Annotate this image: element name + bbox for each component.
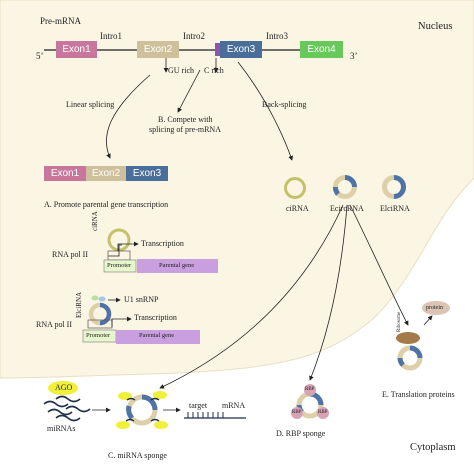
cirna-type-label: ciRNA (286, 204, 309, 213)
ago-protein (48, 381, 78, 395)
protein-label: protein (426, 305, 443, 311)
pre-mrna-strand (44, 41, 343, 73)
nucleus-region (0, 0, 474, 379)
rbp-protein-left (291, 407, 303, 419)
rbp-left-label: RBP (292, 410, 302, 415)
ecircrna-sponge (116, 391, 168, 429)
function-d-title: D. RBP sponge (276, 429, 326, 438)
c-rich-label: C rich (204, 66, 224, 75)
exon4-label: Exon4 (307, 44, 336, 55)
linear-exon2-label: Exon2 (91, 168, 121, 179)
function-a-title: A. Promote parental gene transcription (44, 200, 169, 209)
exon3-block (220, 41, 262, 58)
intro3-label: Intro3 (266, 31, 288, 41)
parental-gene-box-a2 (116, 330, 200, 344)
rna-pol-label-a: RNA pol II (52, 250, 88, 259)
promoter-label-a2: Promoter (86, 332, 111, 339)
back-splicing-label: Back-splicing (262, 100, 307, 109)
linear-exon2 (86, 166, 126, 181)
u1-snrnp-label: U1 snRNP (124, 295, 159, 304)
splice-site-marker (215, 43, 220, 56)
compete-arrow (177, 69, 201, 113)
end3-label: 3’ (350, 51, 358, 61)
function-e-title: E. Translation proteins (382, 390, 455, 399)
back-splicing-arrow (237, 61, 293, 161)
protein-blob (422, 301, 450, 315)
arrow-to-mirna-sponge (159, 204, 344, 389)
mirna-sponge-diagram (43, 381, 246, 429)
rbp-protein-right (317, 407, 329, 419)
rbp-right-label: RBP (318, 410, 328, 415)
arrow-to-rbp-sponge (309, 204, 348, 381)
target-mrna (184, 412, 246, 419)
linear-exon1-label: Exon1 (50, 168, 80, 179)
target-label: target (189, 401, 208, 410)
cytoplasm-label: Cytoplasm (410, 442, 456, 453)
ecircrna-circle (333, 175, 357, 199)
linear-exon3 (126, 166, 168, 181)
parental-gene-label-a2: Parental gene (139, 332, 175, 339)
parental-gene-label-a: Parental gene (159, 262, 195, 269)
exon1-label: Exon1 (62, 44, 91, 55)
cirna-transcription-complex (103, 228, 218, 273)
function-c-title: C. miRNA sponge (108, 451, 167, 460)
ribosome-label: Ribosome (397, 311, 402, 332)
ecircrna-type-label: EcircRNA (330, 204, 364, 213)
translation-diagram (396, 301, 450, 371)
exon2-block (137, 41, 179, 58)
ribosome (396, 332, 420, 344)
compete-label-line1: B. Compete with (158, 115, 213, 124)
linear-splicing-label: Linear splicing (66, 100, 115, 109)
elcirna-type-label: ElciRNA (380, 204, 410, 213)
rbp-top-label: RBP (305, 387, 315, 392)
parental-gene-box-a (137, 259, 218, 273)
linear-exon3-label: Exon3 (132, 168, 162, 179)
arrow-to-translation (349, 204, 409, 326)
transcription-label-a: Transcription (141, 239, 184, 248)
end5-label: 5’ (36, 51, 44, 61)
promoter-box-a (103, 259, 137, 273)
linear-splicing-arrow (106, 74, 151, 159)
cirna-circle (284, 177, 306, 199)
ago-label: AGO (55, 383, 73, 392)
linear-exon1 (44, 166, 86, 181)
rbp-sponge-diagram (291, 384, 329, 419)
gu-rich-label: GU rich (168, 66, 194, 75)
elcirna-transcription-complex (82, 295, 200, 344)
pre-mrna-title: Pre-mRNA (40, 16, 81, 26)
elcirna-circle (382, 175, 406, 199)
compete-label-line2: splicing of pre-mRNA (149, 125, 221, 134)
mirna-cluster (43, 395, 91, 422)
exon2-label: Exon2 (143, 44, 173, 55)
intro2-label: Intro2 (183, 31, 205, 41)
mirnas-label: miRNAs (47, 424, 76, 433)
exon1-block (56, 41, 97, 58)
rbp-protein-top (304, 384, 316, 396)
exon3-label: Exon3 (226, 44, 256, 55)
exon4-block (300, 41, 343, 58)
cirna-vertical-label: ciRNA (91, 211, 99, 231)
mrna-label: mRNA (222, 401, 246, 410)
promoter-label-a: Promoter (107, 262, 132, 269)
nucleus-label: Nucleus (418, 21, 453, 32)
elcirna-vertical-label: ElciRNA (75, 291, 83, 318)
intro1-label: Intro1 (100, 31, 122, 41)
transcription-label-a2: Transcription (134, 313, 177, 322)
rna-pol-label-a2: RNA pol II (36, 320, 72, 329)
